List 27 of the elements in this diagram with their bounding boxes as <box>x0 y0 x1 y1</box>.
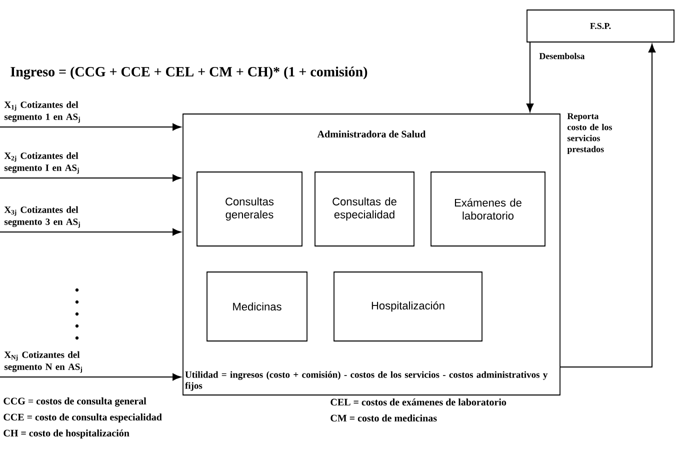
agency-box: F.S.P. <box>526 10 674 42</box>
abbreviation-definition: CH = costo de hospitalización <box>4 429 130 439</box>
service-box: Medicinas <box>206 272 308 342</box>
edge-label: Reporta costo de los servicios prestados <box>567 113 612 154</box>
formula: Ingreso = (CCG + CCE + CEL + CM + CH)* (1 + comisión) <box>10 66 368 80</box>
arrow <box>526 42 534 112</box>
service-box: Exámenes de laboratorio <box>430 172 546 246</box>
utility-formula: Utilidad = ingresos (costo + comisión) - costos de los servicios - costos administrativos y fijos <box>185 371 548 391</box>
arrow <box>0 373 182 381</box>
arrow <box>560 44 656 368</box>
edge-label: X$_{Nj}$ Cotizantes del segmento N en AS$_{j}$ <box>4 351 82 373</box>
abbreviation-definition: CM = costo de medicinas <box>330 414 437 422</box>
edge-label: X$_{2j}$ Cotizantes del segmento I en AS$_{j}$ <box>4 152 79 174</box>
arrow <box>0 228 182 236</box>
service-box: Consultas generales <box>196 172 302 246</box>
service-box: Hospitalización <box>334 272 482 342</box>
service-box: Consultas de especialidad <box>314 172 414 246</box>
organization-box <box>182 114 560 396</box>
abbreviation-definition: CCE = costo de consulta especialidad <box>4 413 162 423</box>
edge-label: X$_{1j}$ Cotizantes del segmento 1 en AS$_{j}$ <box>4 101 80 123</box>
arrow <box>0 123 182 131</box>
arrow <box>0 174 182 182</box>
abbreviation-definition: CCG = costos de consulta general <box>4 397 146 407</box>
edge-label: X$_{3j}$ Cotizantes del segmento 3 en AS$_{j}$ <box>4 206 80 228</box>
edge-label: Desembolsa <box>539 52 585 60</box>
abbreviation-definition: CEL = costos de exámenes de laboratorio <box>330 398 506 406</box>
box-heading: Administradora de Salud <box>317 130 426 138</box>
